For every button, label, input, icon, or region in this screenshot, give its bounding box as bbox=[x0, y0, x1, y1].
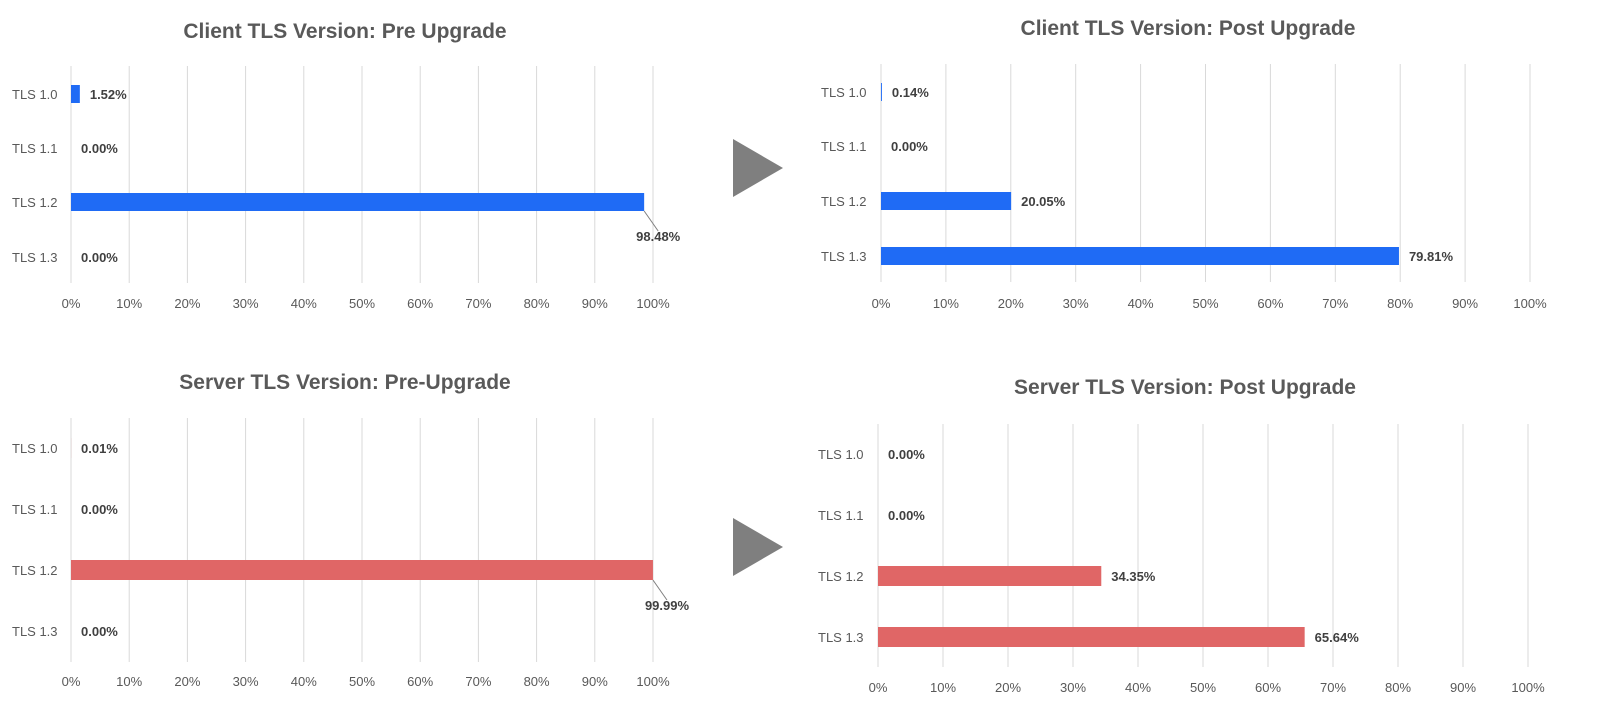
x-tick-label: 10% bbox=[116, 674, 142, 689]
category-label: TLS 1.1 bbox=[12, 502, 58, 517]
x-tick-label: 30% bbox=[233, 296, 259, 311]
category-label: TLS 1.0 bbox=[12, 441, 58, 456]
x-tick-label: 90% bbox=[1450, 680, 1476, 695]
x-tick-label: 10% bbox=[933, 296, 959, 311]
x-tick-label: 70% bbox=[1322, 296, 1348, 311]
category-label: TLS 1.0 bbox=[12, 87, 58, 102]
data-label: 34.35% bbox=[1111, 569, 1156, 584]
chart-server-pre-upgrade: Server TLS Version: Pre-Upgrade 0% 10% 20% 3… bbox=[12, 371, 689, 689]
data-label: 79.81% bbox=[1409, 249, 1454, 264]
bar-tls-1-3 bbox=[878, 627, 1305, 647]
category-label: TLS 1.0 bbox=[818, 447, 864, 462]
data-label: 0.00% bbox=[81, 250, 118, 265]
x-tick-label: 20% bbox=[998, 296, 1024, 311]
data-label: 0.00% bbox=[81, 141, 118, 156]
category-label: TLS 1.2 bbox=[12, 563, 58, 578]
x-tick-label: 60% bbox=[407, 674, 433, 689]
x-tick-label: 60% bbox=[407, 296, 433, 311]
x-tick-label: 80% bbox=[1385, 680, 1411, 695]
data-label: 20.05% bbox=[1021, 194, 1066, 209]
chart-title: Client TLS Version: Post Upgrade bbox=[1021, 17, 1356, 40]
x-tick-label: 50% bbox=[349, 296, 375, 311]
x-tick-label: 10% bbox=[116, 296, 142, 311]
x-tick-label: 60% bbox=[1255, 680, 1281, 695]
chart-server-post-upgrade: Server TLS Version: Post Upgrade 0% 10% 20%… bbox=[818, 376, 1545, 695]
category-label: TLS 1.2 bbox=[12, 195, 58, 210]
bar-tls-1-2 bbox=[71, 193, 645, 211]
play-triangle-icon bbox=[733, 518, 783, 576]
data-label: 99.99% bbox=[645, 598, 690, 613]
x-tick-label: 40% bbox=[291, 296, 317, 311]
category-label: TLS 1.1 bbox=[821, 139, 867, 154]
category-label: TLS 1.0 bbox=[821, 85, 867, 100]
x-tick-label: 100% bbox=[636, 674, 670, 689]
x-tick-label: 50% bbox=[349, 674, 375, 689]
data-label: 0.14% bbox=[892, 85, 929, 100]
x-tick-label: 20% bbox=[174, 296, 200, 311]
data-label: 0.00% bbox=[81, 624, 118, 639]
data-label: 0.00% bbox=[888, 447, 925, 462]
chart-title: Server TLS Version: Post Upgrade bbox=[1014, 376, 1356, 399]
x-tick-label: 10% bbox=[930, 680, 956, 695]
data-label: 0.00% bbox=[891, 139, 928, 154]
x-tick-label: 70% bbox=[1320, 680, 1346, 695]
bar-tls-1-2 bbox=[71, 560, 653, 580]
chart-client-pre-upgrade: Client TLS Version: Pre Upgrade 0% 10% 20% 3… bbox=[12, 20, 681, 311]
x-tick-label: 90% bbox=[582, 674, 608, 689]
bar-tls-1-2 bbox=[878, 566, 1102, 586]
x-tick-label: 100% bbox=[636, 296, 670, 311]
category-label: TLS 1.3 bbox=[12, 624, 58, 639]
x-tick-label: 90% bbox=[582, 296, 608, 311]
category-label: TLS 1.3 bbox=[821, 249, 867, 264]
x-tick-label: 90% bbox=[1452, 296, 1478, 311]
data-label: 0.00% bbox=[888, 508, 925, 523]
bar-tls-1-0 bbox=[881, 83, 882, 101]
x-tick-label: 80% bbox=[524, 296, 550, 311]
category-label: TLS 1.3 bbox=[818, 630, 864, 645]
data-label: 98.48% bbox=[636, 229, 681, 244]
x-tick-label: 50% bbox=[1192, 296, 1218, 311]
bar-tls-1-3 bbox=[881, 247, 1399, 265]
category-label: TLS 1.2 bbox=[818, 569, 864, 584]
bar-tls-1-2 bbox=[881, 192, 1012, 210]
x-tick-label: 30% bbox=[1063, 296, 1089, 311]
x-tick-label: 70% bbox=[465, 296, 491, 311]
x-tick-label: 80% bbox=[1387, 296, 1413, 311]
data-label: 0.01% bbox=[81, 441, 118, 456]
x-tick-label: 0% bbox=[872, 296, 891, 311]
category-label: TLS 1.1 bbox=[12, 141, 58, 156]
leader-line bbox=[643, 210, 659, 232]
data-label: 1.52% bbox=[90, 87, 127, 102]
x-tick-label: 30% bbox=[233, 674, 259, 689]
x-tick-label: 40% bbox=[291, 674, 317, 689]
x-tick-label: 80% bbox=[524, 674, 550, 689]
chart-title: Server TLS Version: Pre-Upgrade bbox=[179, 371, 510, 394]
x-tick-label: 0% bbox=[869, 680, 888, 695]
x-tick-label: 100% bbox=[1513, 296, 1547, 311]
category-label: TLS 1.1 bbox=[818, 508, 864, 523]
category-label: TLS 1.2 bbox=[821, 194, 867, 209]
chart-title: Client TLS Version: Pre Upgrade bbox=[183, 20, 506, 43]
chart-client-post-upgrade: Client TLS Version: Post Upgrade 0% 10% 20%… bbox=[821, 17, 1547, 311]
x-tick-label: 30% bbox=[1060, 680, 1086, 695]
x-tick-label: 100% bbox=[1511, 680, 1545, 695]
data-label: 65.64% bbox=[1315, 630, 1360, 645]
play-triangle-icon bbox=[733, 139, 783, 197]
x-tick-label: 0% bbox=[62, 296, 81, 311]
x-tick-label: 60% bbox=[1257, 296, 1283, 311]
x-tick-label: 20% bbox=[174, 674, 200, 689]
category-label: TLS 1.3 bbox=[12, 250, 58, 265]
x-tick-label: 50% bbox=[1190, 680, 1216, 695]
bar-tls-1-0 bbox=[71, 85, 80, 103]
x-tick-label: 20% bbox=[995, 680, 1021, 695]
x-tick-label: 40% bbox=[1128, 296, 1154, 311]
x-tick-label: 40% bbox=[1125, 680, 1151, 695]
x-tick-label: 70% bbox=[465, 674, 491, 689]
x-tick-label: 0% bbox=[62, 674, 81, 689]
data-label: 0.00% bbox=[81, 502, 118, 517]
leader-line bbox=[652, 579, 668, 601]
